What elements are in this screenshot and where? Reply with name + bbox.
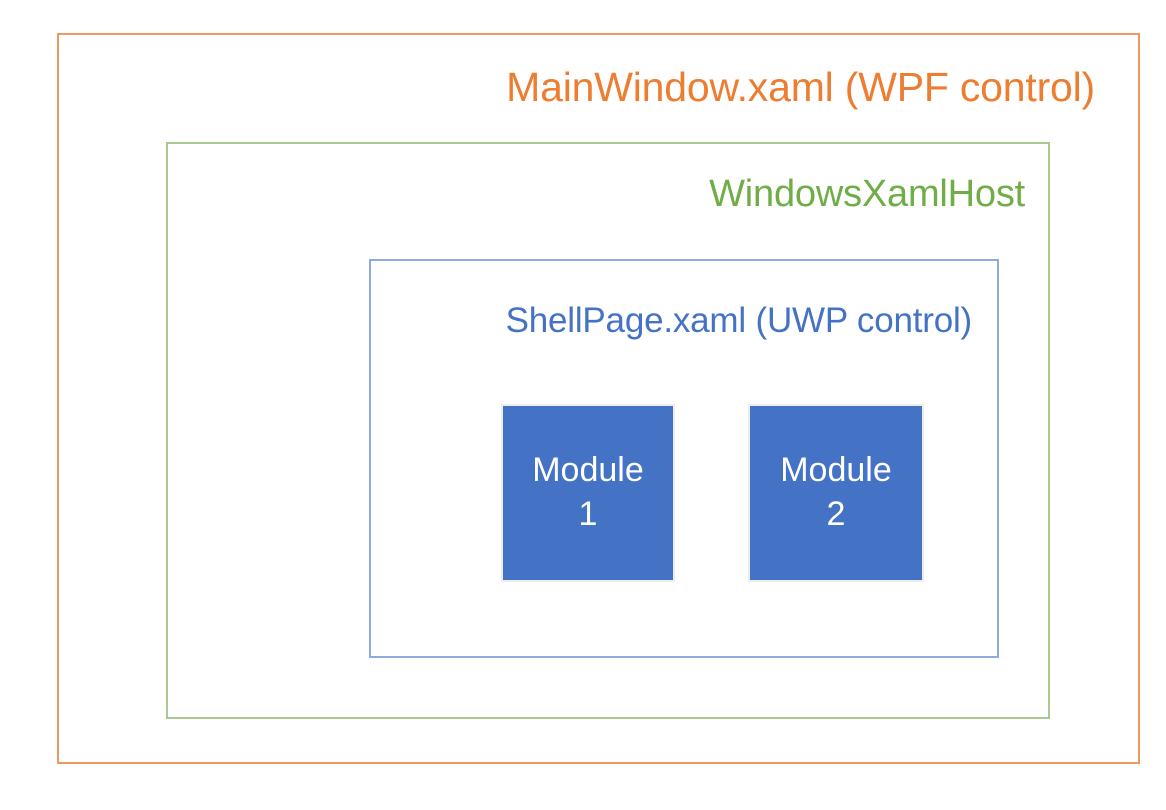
module-box-1: Module 1 — [501, 404, 675, 582]
module-1-label-line1: Module — [532, 451, 644, 490]
module-2-label-line2: 2 — [826, 495, 846, 533]
outer-container-label: MainWindow.xaml (WPF control) — [506, 64, 1095, 110]
inner-container-shellpage-xaml — [369, 259, 999, 658]
inner-container-label: ShellPage.xaml (UWP control) — [505, 301, 973, 340]
outer-container-mainwindow-xaml — [57, 33, 1140, 764]
middle-container-windowsxamlhost — [166, 142, 1050, 719]
module-2-label-line1: Module — [780, 451, 892, 490]
module-1-label-line2: 1 — [578, 495, 598, 533]
middle-container-label: WindowsXamlHost — [709, 173, 1025, 215]
module-box-2: Module 2 — [748, 404, 924, 582]
